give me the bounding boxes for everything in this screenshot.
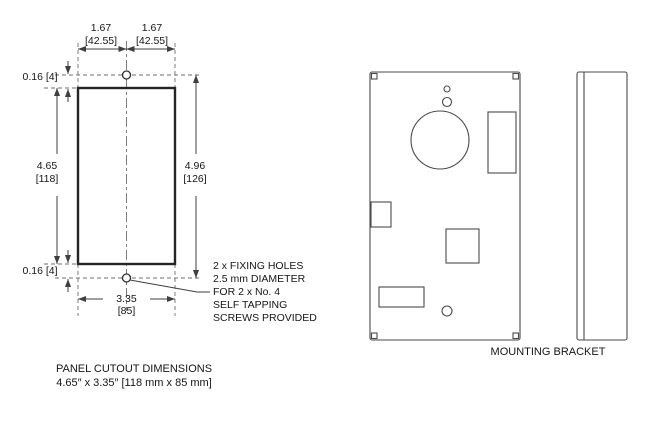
- bracket-hole-bottom: [441, 305, 453, 317]
- bracket-front-outline: [369, 71, 521, 341]
- fixing-holes-note: 2 x FIXING HOLES 2.5 mm DIAMETER FOR 2 x…: [129, 260, 317, 324]
- dim-label-hole-spacing-mm: [126]: [183, 173, 206, 185]
- cutout-rectangle: [76, 86, 177, 266]
- note-line-3: FOR 2 x No. 4: [213, 286, 280, 298]
- bracket-cutout-left: [370, 201, 392, 228]
- bracket-side-outline: [576, 71, 628, 341]
- dim-label-top-offset: 0.16 [4]: [22, 71, 57, 83]
- bracket-hole-small-top: [443, 85, 451, 93]
- dim-label-top-left-mm: [42.55]: [85, 35, 117, 47]
- cutout-caption-line-1: PANEL CUTOUT DIMENSIONS: [56, 363, 212, 375]
- corner-tab-top-left: [370, 72, 378, 80]
- dim-label-width-in: 3.35: [116, 293, 137, 305]
- dim-label-top-left-in: 1.67: [91, 22, 112, 34]
- dim-label-height-in: 4.65: [37, 160, 58, 172]
- panel-cutout-view: 1.67 [42.55] 1.67 [42.55] 0.16 [4] 4.65 …: [22, 22, 317, 389]
- bracket-cutout-bottom-left: [378, 286, 425, 308]
- bracket-caption: MOUNTING BRACKET: [491, 346, 606, 358]
- note-line-4: SELF TAPPING: [213, 299, 287, 311]
- mounting-bracket-views: MOUNTING BRACKET: [369, 71, 628, 358]
- dim-label-height-mm: [118]: [36, 173, 59, 185]
- note-line-5: SCREWS PROVIDED: [213, 312, 317, 324]
- dim-label-bottom-offset: 0.16 [4]: [22, 265, 57, 277]
- corner-tab-bottom-left: [370, 332, 378, 340]
- bracket-cutout-right: [487, 111, 517, 174]
- bracket-hole-small-second: [441, 96, 453, 108]
- bracket-cutout-center: [445, 228, 480, 264]
- dim-label-top-right-in: 1.67: [142, 22, 163, 34]
- dimension-lines: [53, 45, 200, 303]
- extension-lines: [44, 41, 202, 316]
- dimension-labels: 1.67 [42.55] 1.67 [42.55] 0.16 [4] 4.65 …: [22, 22, 206, 317]
- bracket-hole-large: [410, 110, 470, 170]
- dim-label-width-mm: [85]: [118, 305, 136, 317]
- leader-line: [129, 279, 210, 293]
- bracket-side-view: [576, 71, 628, 341]
- fixing-hole-bottom: [121, 273, 132, 283]
- note-line-2: 2.5 mm DIAMETER: [213, 273, 306, 285]
- bracket-front-view: [369, 71, 521, 341]
- cutout-caption-line-2: 4.65″ x 3.35″ [118 mm x 85 mm]: [56, 377, 212, 389]
- fixing-hole-top: [121, 70, 132, 80]
- cutout-caption: PANEL CUTOUT DIMENSIONS 4.65″ x 3.35″ [1…: [56, 363, 212, 389]
- dim-label-hole-spacing-in: 4.96: [185, 160, 206, 172]
- note-line-1: 2 x FIXING HOLES: [213, 260, 303, 272]
- dim-label-top-right-mm: [42.55]: [136, 35, 168, 47]
- corner-tab-top-right: [512, 72, 520, 80]
- corner-tab-bottom-right: [512, 332, 520, 340]
